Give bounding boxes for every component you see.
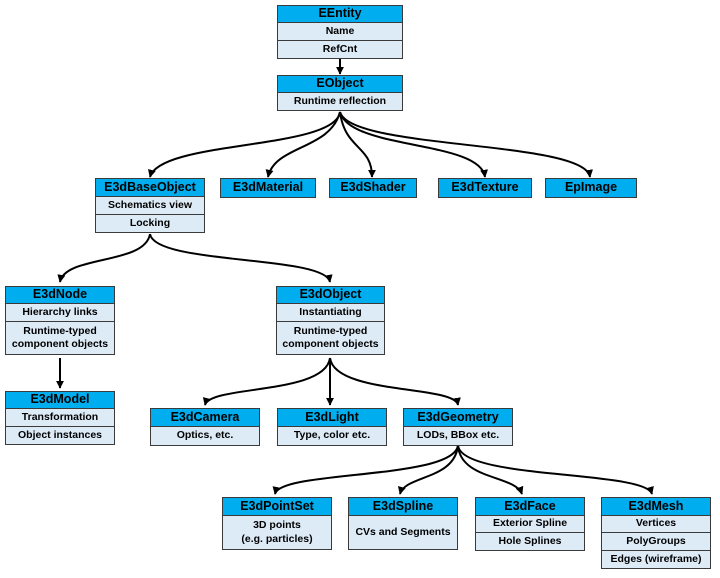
node-e3dnode: E3dNode Hierarchy links Runtime-typed co… — [5, 286, 115, 355]
node-e3dface-row-holes: Hole Splines — [475, 533, 585, 551]
node-epimage: EpImage — [545, 178, 637, 198]
node-e3dlight-title: E3dLight — [277, 408, 387, 427]
node-e3dobject-title: E3dObject — [276, 286, 385, 304]
node-e3dcamera: E3dCamera Optics, etc. — [150, 408, 260, 446]
node-e3dobject-row-components: Runtime-typed component objects — [276, 322, 385, 355]
node-e3dgeometry-title: E3dGeometry — [403, 408, 513, 427]
node-e3dshader: E3dShader — [329, 178, 417, 198]
node-e3dbaseobject-row-locking: Locking — [95, 215, 205, 233]
node-e3dmesh-row-vertices: Vertices — [601, 516, 711, 533]
node-e3dspline-row-cvs: CVs and Segments — [348, 516, 458, 550]
node-epimage-title: EpImage — [545, 178, 637, 198]
node-eentity-row-refcnt: RefCnt — [277, 41, 403, 59]
node-e3dmodel: E3dModel Transformation Object instances — [5, 391, 115, 445]
node-e3dmesh-row-edges: Edges (wireframe) — [601, 551, 711, 569]
edge-e3dbaseobject-e3dnode — [57, 233, 151, 283]
edge-eobject-epimage — [339, 111, 593, 178]
edge-e3dbaseobject-e3dobject — [149, 233, 333, 283]
node-e3dgeometry: E3dGeometry LODs, BBox etc. — [403, 408, 513, 446]
edge-e3dobject-e3dcamera — [202, 357, 331, 406]
edge-e3dobject-e3dgeometry — [329, 357, 461, 406]
node-e3dcamera-title: E3dCamera — [150, 408, 260, 427]
node-eobject: EObject Runtime reflection — [277, 75, 403, 111]
node-e3dmodel-row-instances: Object instances — [5, 427, 115, 445]
node-e3dcamera-row-optics: Optics, etc. — [150, 427, 260, 446]
edge-eobject-e3dmaterial — [265, 111, 341, 178]
node-e3dobject: E3dObject Instantiating Runtime-typed co… — [276, 286, 385, 355]
node-e3dmesh-title: E3dMesh — [601, 497, 711, 516]
node-e3dpointset: E3dPointSet 3D points (e.g. particles) — [222, 497, 332, 550]
edge-eobject-e3dbaseobject — [148, 111, 341, 178]
node-e3dtexture-title: E3dTexture — [438, 178, 532, 198]
node-e3dtexture: E3dTexture — [438, 178, 532, 198]
node-e3dface: E3dFace Exterior Spline Hole Splines — [475, 497, 585, 551]
node-e3dmesh-row-polygroups: PolyGroups — [601, 533, 711, 551]
node-eobject-title: EObject — [277, 75, 403, 93]
node-e3dmesh: E3dMesh Vertices PolyGroups Edges (wiref… — [601, 497, 711, 569]
node-eentity-row-name: Name — [277, 23, 403, 41]
node-e3dbaseobject-title: E3dBaseObject — [95, 178, 205, 197]
node-e3dgeometry-row-lods: LODs, BBox etc. — [403, 427, 513, 446]
node-e3dmodel-row-transformation: Transformation — [5, 409, 115, 427]
edge-eobject-e3dtexture — [339, 111, 488, 178]
node-e3dpointset-title: E3dPointSet — [222, 497, 332, 516]
edge-eobject-e3dshader — [339, 111, 376, 178]
node-e3dbaseobject-row-schematics: Schematics view — [95, 197, 205, 215]
node-e3dlight-row-type: Type, color etc. — [277, 427, 387, 446]
edge-e3dgeometry-e3dface — [457, 444, 524, 495]
node-e3dmodel-title: E3dModel — [5, 391, 115, 409]
node-e3dnode-row-hierarchy: Hierarchy links — [5, 304, 115, 322]
node-eentity-title: EEntity — [277, 5, 403, 23]
node-e3dspline-title: E3dSpline — [348, 497, 458, 516]
node-e3dnode-title: E3dNode — [5, 286, 115, 304]
node-e3dpointset-row-points: 3D points (e.g. particles) — [222, 516, 332, 550]
edge-e3dgeometry-e3dspline — [397, 444, 459, 495]
node-e3dshader-title: E3dShader — [329, 178, 417, 198]
node-eobject-row-runtime-reflection: Runtime reflection — [277, 93, 403, 111]
node-e3dmaterial: E3dMaterial — [220, 178, 316, 198]
edge-e3dgeometry-e3dpointset — [272, 444, 459, 495]
edge-e3dgeometry-e3dmesh — [457, 444, 654, 495]
node-e3dface-title: E3dFace — [475, 497, 585, 516]
node-e3dface-row-exterior: Exterior Spline — [475, 516, 585, 533]
node-e3dbaseobject: E3dBaseObject Schematics view Locking — [95, 178, 205, 233]
node-e3dnode-row-components: Runtime-typed component objects — [5, 322, 115, 355]
node-e3dlight: E3dLight Type, color etc. — [277, 408, 387, 446]
node-eentity: EEntity Name RefCnt — [277, 5, 403, 59]
node-e3dmaterial-title: E3dMaterial — [220, 178, 316, 198]
node-e3dspline: E3dSpline CVs and Segments — [348, 497, 458, 550]
node-e3dobject-row-instantiating: Instantiating — [276, 304, 385, 322]
